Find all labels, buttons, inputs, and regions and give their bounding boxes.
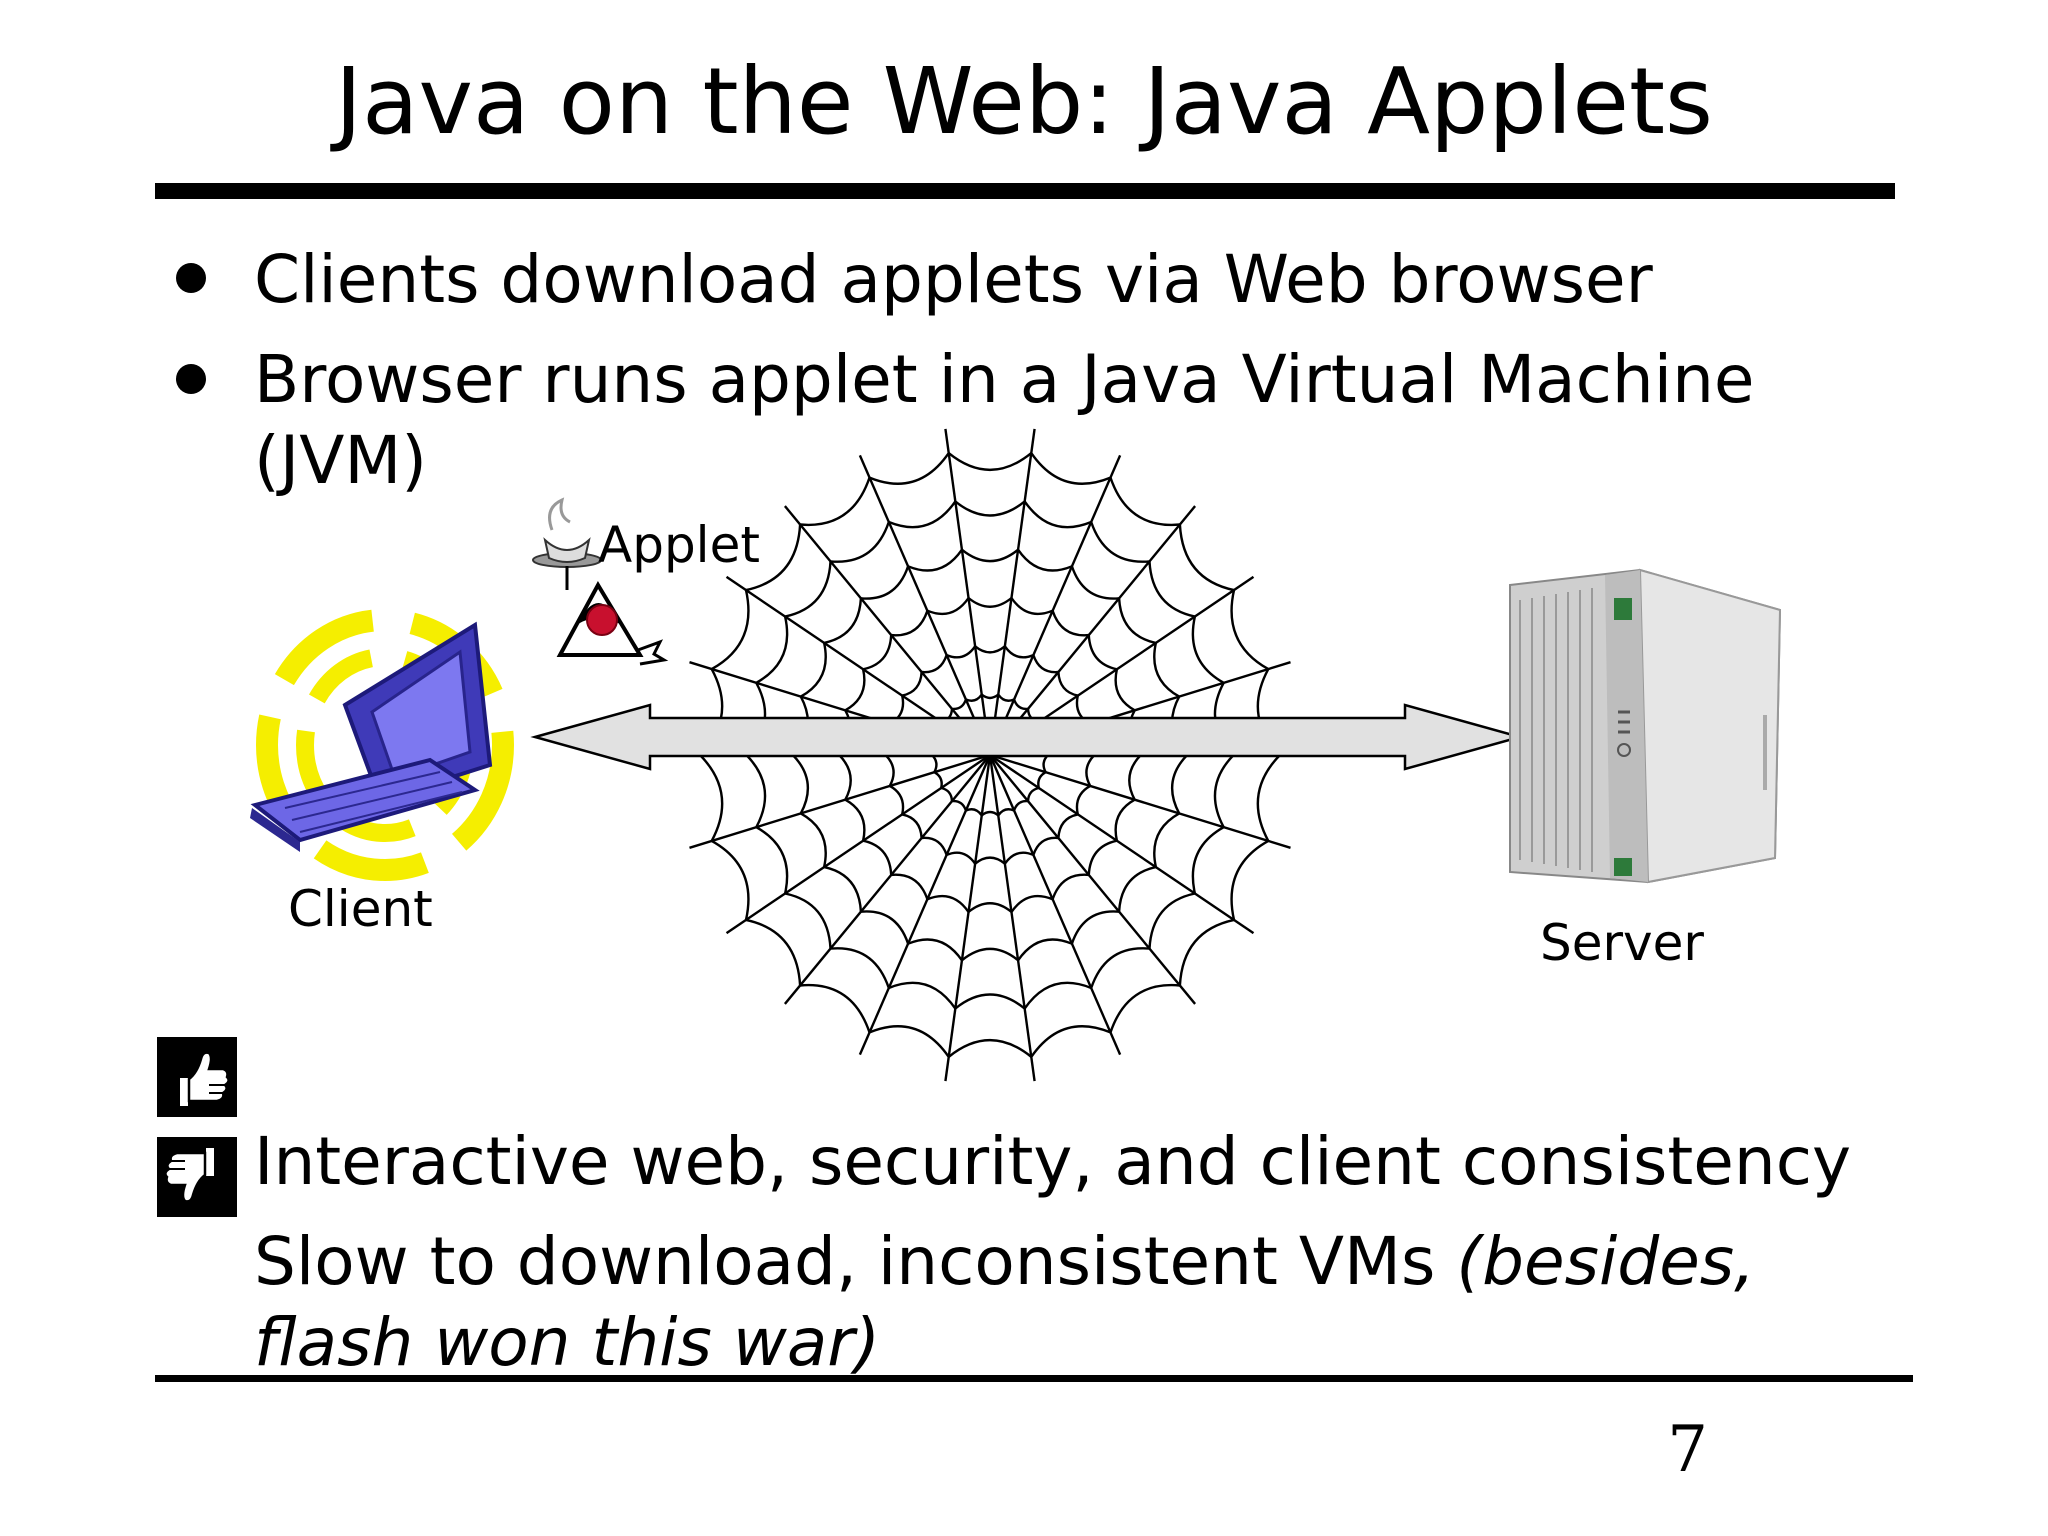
title-divider: [155, 183, 1895, 199]
java-duke-icon: [532, 497, 669, 666]
laptop-icon: [250, 609, 514, 881]
footer-divider: [155, 1375, 1913, 1382]
bullet-dot: [176, 364, 206, 394]
bullet-item: Clients download applets via Web browser: [254, 241, 1653, 318]
client-label: Client: [288, 880, 433, 938]
spider-web-icon: [676, 428, 1304, 1082]
server-label: Server: [1540, 914, 1704, 972]
pro-text: Interactive web, security, and client co…: [254, 1123, 1852, 1200]
server-icon: [1509, 568, 1782, 884]
page-number: 7: [1667, 1413, 1708, 1487]
bullet-item: Browser runs applet in a Java Virtual Ma…: [254, 340, 1794, 501]
con-text: Slow to download, inconsistent VMs (besi…: [254, 1222, 1814, 1383]
slide-title: Java on the Web: Java Applets: [335, 48, 1713, 155]
double-arrow-icon: [530, 703, 1525, 771]
con-main: Slow to download, inconsistent VMs: [254, 1223, 1436, 1300]
thumbs-down-icon: [157, 1137, 237, 1217]
applet-label: Applet: [598, 516, 760, 574]
bullet-item-text: Browser runs applet in a Java Virtual Ma…: [254, 341, 1755, 499]
con-aside: (besides, flash won this war): [254, 1223, 1756, 1381]
bullet-dot: [176, 263, 206, 293]
thumbs-up-icon: [157, 1037, 237, 1117]
